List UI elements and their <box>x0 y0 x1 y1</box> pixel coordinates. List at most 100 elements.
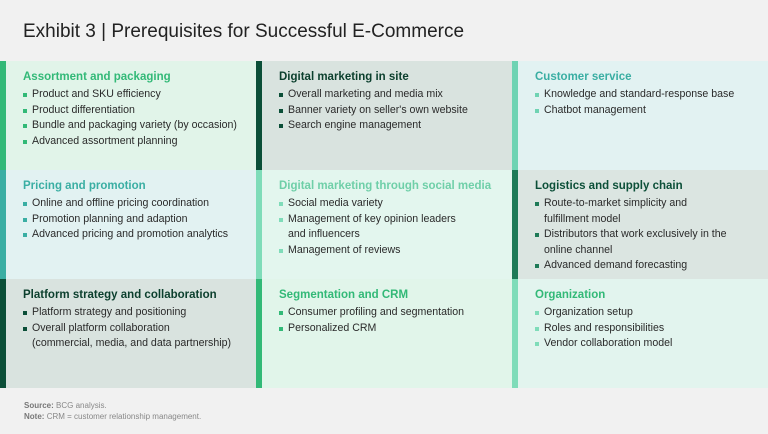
category-cell: Segmentation and CRM Consumer profiling a… <box>256 279 512 388</box>
bullet-icon <box>535 311 539 315</box>
bullet-icon <box>279 93 283 97</box>
source-label: Source: <box>24 401 54 410</box>
category-title: Organization <box>535 289 606 301</box>
list-item: Advanced pricing and promotion analytics <box>23 227 246 243</box>
bullet-icon <box>23 326 27 331</box>
accent-bar <box>512 170 518 279</box>
list-item: Overall platform collaboration (commerci… <box>23 321 246 352</box>
category-title: Segmentation and CRM <box>279 289 409 301</box>
item-text: Social media variety <box>288 197 383 209</box>
category-title: Logistics and supply chain <box>535 180 683 192</box>
item-text: Distributors that work exclusively in th… <box>544 228 727 256</box>
accent-bar <box>256 61 262 170</box>
item-text: Advanced demand forecasting <box>544 259 688 271</box>
category-title: Digital marketing through social media <box>279 180 492 192</box>
accent-bar <box>0 170 6 279</box>
item-text: Overall platform collaboration (commerci… <box>32 321 232 350</box>
list-item: Online and offline pricing coordination <box>23 196 246 212</box>
page-title: Exhibit 3 | Prerequisites for Successful… <box>23 21 465 42</box>
item-text: Personalized CRM <box>288 321 377 334</box>
item-text: Bundle and packaging variety (by occasio… <box>32 119 237 131</box>
bullet-icon <box>279 202 283 206</box>
bullet-icon <box>535 264 539 268</box>
note-line: Note: CRM = customer relationship manage… <box>24 412 201 423</box>
item-text: Platform strategy and positioning <box>32 306 187 318</box>
bullet-icon <box>23 202 27 206</box>
source-text: BCG analysis. <box>56 401 107 410</box>
accent-bar <box>256 170 262 279</box>
bullet-icon <box>535 93 539 97</box>
note-text: CRM = customer relationship management. <box>46 411 202 421</box>
source-line: Source: BCG analysis. <box>24 401 201 412</box>
list-item: Management of key opinion leaders and in… <box>279 212 502 243</box>
item-text: Promotion planning and adaption <box>32 212 188 225</box>
item-text: Management of key opinion leaders and in… <box>288 212 456 241</box>
category-title: Customer service <box>535 71 632 83</box>
item-text: Roles and responsibilities <box>544 321 665 334</box>
bullet-icon <box>279 311 283 315</box>
list-item: Promotion planning and adaption <box>23 212 246 228</box>
list-item: Product differentiation <box>23 103 246 119</box>
list-item: Social media variety <box>279 196 502 212</box>
category-title: Platform strategy and collaboration <box>23 289 217 301</box>
item-text: Route-to-market simplicity and fulfillme… <box>544 197 688 225</box>
item-text: Product differentiation <box>32 103 135 116</box>
bullet-icon <box>23 311 27 315</box>
bullet-icon <box>23 233 27 237</box>
list-item: Vendor collaboration model <box>535 336 758 352</box>
accent-bar <box>0 61 6 170</box>
item-text: Overall marketing and media mix <box>288 88 443 100</box>
list-item: Management of reviews <box>279 243 502 259</box>
bullet-icon <box>535 342 539 346</box>
list-item: Chatbot management <box>535 103 758 119</box>
item-text: Advanced pricing and promotion analytics <box>32 228 229 240</box>
bullet-icon <box>535 233 539 237</box>
bullet-icon <box>23 124 27 128</box>
bullet-icon <box>279 124 283 128</box>
accent-bar <box>256 279 262 388</box>
bullet-icon <box>23 108 27 113</box>
bullet-icon <box>279 108 283 113</box>
accent-bar <box>512 279 518 388</box>
item-text: Chatbot management <box>544 103 646 116</box>
item-text: Knowledge and standard-response base <box>544 88 735 100</box>
item-text: Vendor collaboration model <box>544 337 673 349</box>
item-text: Management of reviews <box>288 243 401 256</box>
bullet-icon <box>23 93 27 97</box>
item-text: Online and offline pricing coordination <box>32 197 210 209</box>
category-title: Assortment and packaging <box>23 71 171 83</box>
bullet-icon <box>279 248 283 253</box>
bullet-icon <box>535 326 539 331</box>
list-item: Overall marketing and media mix <box>279 87 502 103</box>
list-item: Banner variety on seller's own website <box>279 103 502 119</box>
category-title: Digital marketing in site <box>279 71 409 83</box>
bullet-icon <box>279 217 283 222</box>
bullet-icon <box>279 326 283 331</box>
footer: Source: BCG analysis. Note: CRM = custom… <box>24 401 201 422</box>
bullet-icon <box>535 202 539 206</box>
bullet-icon <box>23 139 27 144</box>
list-item: Personalized CRM <box>279 321 502 337</box>
accent-bar <box>512 61 518 170</box>
item-text: Advanced assortment planning <box>32 134 178 147</box>
list-item: Advanced assortment planning <box>23 134 246 150</box>
list-item: Advanced demand forecasting <box>535 258 758 274</box>
list-item: Roles and responsibilities <box>535 321 758 337</box>
list-item: Bundle and packaging variety (by occasio… <box>23 118 246 134</box>
list-item: Consumer profiling and segmentation <box>279 305 502 321</box>
accent-bar <box>0 279 6 388</box>
